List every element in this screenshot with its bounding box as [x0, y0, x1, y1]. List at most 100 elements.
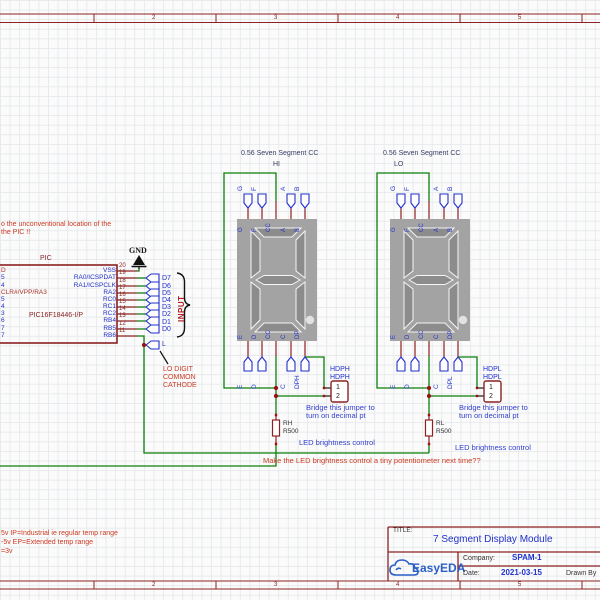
hi-pin-e: E: [238, 334, 244, 339]
display-hi-title[interactable]: 0.56 Seven Segment CC: [241, 150, 319, 157]
note-bridge-hi-2[interactable]: turn on decimal pt: [306, 411, 366, 420]
hi-flag-g[interactable]: G: [237, 185, 244, 191]
lo-pin-f: F: [405, 228, 411, 232]
jumper-hdph-value[interactable]: HDPH: [330, 374, 350, 381]
input-label[interactable]: INPUT: [177, 295, 186, 323]
net-label-d2[interactable]: D2: [162, 311, 171, 318]
hi-flag-e[interactable]: E: [237, 384, 244, 389]
date-value[interactable]: 2021-03-15: [501, 568, 542, 577]
net-label-d4[interactable]: D4: [162, 297, 171, 304]
seven-seg-display-lo[interactable]: [390, 193, 470, 372]
gnd-label[interactable]: GND: [129, 246, 147, 255]
schematic-title[interactable]: 7 Segment Display Module: [433, 534, 553, 545]
hi-pin-g: G: [238, 227, 244, 232]
pin-name-vdd: D: [1, 267, 6, 274]
jumper-hdpl[interactable]: [477, 380, 502, 403]
hi-flag-dph[interactable]: DPH: [294, 375, 301, 389]
net-flag-l: [145, 340, 160, 350]
net-label-l[interactable]: L: [162, 341, 166, 348]
lo-pin-dp: DP: [448, 330, 454, 339]
title-label: TITLE:: [393, 527, 413, 534]
pin-num-15: 15: [119, 299, 126, 305]
jumper-hdpl-value[interactable]: HDPL: [483, 374, 502, 381]
hi-flag-b[interactable]: B: [294, 186, 301, 191]
lo-pin-cc-top: CC: [419, 223, 425, 232]
resistor-rl-value[interactable]: R500: [436, 428, 452, 435]
display-lo-title[interactable]: 0.56 Seven Segment CC: [383, 150, 461, 157]
resistor-rh-ref[interactable]: RH: [283, 420, 293, 427]
lo-flag-g[interactable]: G: [390, 185, 397, 191]
hi-flag-d[interactable]: D: [251, 384, 258, 389]
jumper-hdph-pin2: 2: [336, 393, 340, 400]
note-unconventional-line1[interactable]: o the unconventional location of the: [1, 221, 112, 228]
note-led-lo[interactable]: LED brightness control: [455, 443, 531, 452]
net-label-d7[interactable]: D7: [162, 275, 171, 282]
lo-flag-dpl[interactable]: DPL: [447, 376, 454, 389]
pin-name-ra2: RA2: [103, 289, 116, 296]
note-lo-digit-3[interactable]: CATHODE: [163, 382, 197, 389]
note-unconventional-line2[interactable]: the PIC !!: [1, 229, 31, 236]
lo-flag-e[interactable]: E: [390, 384, 397, 389]
note-temp-range-3[interactable]: =3v: [1, 548, 13, 555]
date-label: Date:: [463, 570, 480, 577]
pic-part-number[interactable]: PIC16F18446-I/P: [29, 312, 84, 319]
ruler-bottom-5: 5: [518, 582, 522, 588]
jumper-hdph[interactable]: [324, 380, 349, 403]
company-value[interactable]: SPAM-1: [512, 553, 542, 562]
lo-flag-a[interactable]: A: [433, 186, 440, 191]
net-label-d5[interactable]: D5: [162, 290, 171, 297]
gnd-symbol[interactable]: [131, 255, 147, 269]
pin-name-ra0: RA0/ICSPDAT: [73, 274, 116, 281]
note-bridge-hi-1[interactable]: Bridge this jumper to: [306, 403, 375, 412]
net-label-d1[interactable]: D1: [162, 319, 171, 326]
pin-name-rb5: RB5: [103, 325, 116, 332]
lo-flag-b[interactable]: B: [447, 186, 454, 191]
jumper-hdpl-ref[interactable]: HDPL: [483, 366, 502, 373]
jumper-hdpl-pin1: 1: [489, 384, 493, 391]
ruler-bottom-3: 3: [274, 582, 278, 588]
note-bridge-lo-1[interactable]: Bridge this jumper to: [459, 403, 528, 412]
pin-name-rc3: 3: [1, 310, 5, 317]
pic-ref[interactable]: PIC: [40, 255, 52, 262]
resistor-rl[interactable]: [424, 415, 434, 444]
resistor-rh-value[interactable]: R500: [283, 428, 299, 435]
note-lo-digit-2[interactable]: COMMON: [163, 374, 196, 381]
net-label-d0[interactable]: D0: [162, 326, 171, 333]
wire-lo-cc-top: [376, 172, 430, 389]
wires[interactable]: [0, 172, 478, 467]
seven-seg-display-hi[interactable]: [237, 193, 317, 372]
hi-flag-f[interactable]: F: [251, 187, 258, 191]
resistor-rl-ref[interactable]: RL: [436, 420, 445, 427]
wire-d-stubs: [137, 277, 146, 330]
jumper-hdph-ref[interactable]: HDPH: [330, 366, 350, 373]
display-lo-subtitle[interactable]: LO: [394, 161, 404, 168]
lo-pin-d: D: [405, 334, 411, 339]
pin-name-rc5: 5: [1, 296, 5, 303]
pin-name-rc2: RC2: [102, 310, 116, 317]
pin-name-rb4: RB4: [103, 317, 116, 324]
note-bridge-lo-2[interactable]: turn on decimal pt: [459, 411, 519, 420]
easyeda-cloud-icon: [389, 559, 419, 576]
pin-name-vss: VSS: [102, 267, 116, 274]
note-temp-range-1[interactable]: 5v IP=Industrial ie regular temp range: [1, 530, 118, 537]
lo-flag-c[interactable]: C: [433, 384, 440, 389]
lo-flag-f[interactable]: F: [404, 187, 411, 191]
display-hi-subtitle[interactable]: HI: [273, 161, 280, 168]
hi-pin-d: D: [252, 334, 258, 339]
net-label-d6[interactable]: D6: [162, 283, 171, 290]
resistor-rh[interactable]: [271, 415, 281, 444]
note-lo-digit-1[interactable]: LO DIGIT: [163, 366, 193, 373]
note-led-hi[interactable]: LED brightness control: [299, 438, 375, 447]
lo-flag-d[interactable]: D: [404, 384, 411, 389]
note-potentiometer[interactable]: Make the LED brightness control a tiny p…: [263, 456, 481, 465]
input-brace: [176, 272, 191, 338]
hi-flag-a[interactable]: A: [280, 186, 287, 191]
note-temp-range-2[interactable]: -5v EP=Extended temp range: [1, 539, 94, 546]
net-flags-d[interactable]: [145, 273, 160, 350]
pic-chip[interactable]: [0, 264, 137, 344]
hi-flag-c[interactable]: C: [280, 384, 287, 389]
wire-lo-dp: [458, 356, 478, 388]
pin-num-19: 19: [119, 270, 126, 276]
net-label-d3[interactable]: D3: [162, 304, 171, 311]
